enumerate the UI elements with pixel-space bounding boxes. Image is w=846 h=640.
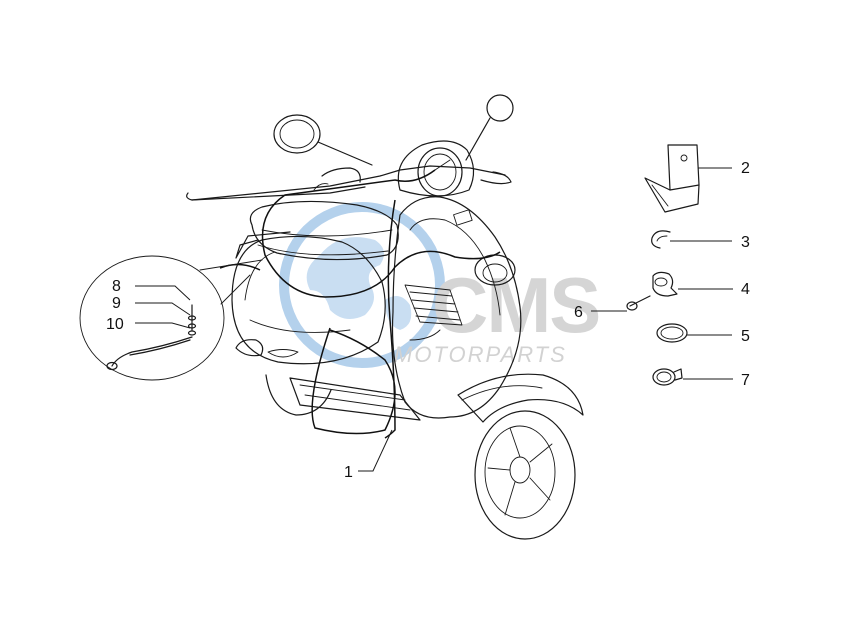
detail-inset: [79, 255, 263, 381]
shield-grill: [404, 284, 463, 326]
part-label-6: 6: [574, 304, 583, 321]
left-mirror: [273, 114, 321, 154]
front-wheel: [474, 410, 576, 540]
ground-cable: [111, 336, 193, 367]
part-hose-clip: [652, 368, 733, 386]
seat: [249, 200, 399, 261]
part-clip: [651, 230, 732, 249]
part-bracket: [644, 144, 732, 213]
watermark-brand: CMS: [432, 261, 599, 349]
part-label-9: 9: [112, 295, 121, 312]
floorboard: [289, 377, 421, 421]
watermark-globe-icon: [279, 202, 445, 368]
watermark: CMS MOTORPARTS: [279, 202, 601, 368]
part-label-2: 2: [741, 160, 750, 177]
part-label-10: 10: [106, 316, 124, 333]
part-labels: 1 2 3 4 5 6 7 8 9 10: [106, 160, 750, 481]
rear-wheel: [265, 374, 332, 416]
inset-circle: [79, 255, 225, 381]
right-mirror: [486, 94, 514, 122]
wiring-harness: [219, 169, 501, 439]
part-ring: [656, 323, 732, 343]
part-label-5: 5: [741, 328, 750, 345]
handlebar: [186, 165, 506, 201]
watermark-continents-icon: [306, 237, 384, 319]
tail-light: [235, 339, 264, 357]
watermark-subtitle: MOTORPARTS: [394, 342, 567, 367]
front-fender: [457, 373, 584, 423]
part-label-4: 4: [741, 281, 750, 298]
part-label-3: 3: [741, 234, 750, 251]
part-label-7: 7: [741, 372, 750, 389]
part-cable-clamp: [652, 271, 733, 297]
part-screw: [591, 295, 651, 312]
rear-rack: [235, 231, 291, 259]
callout-line-1: [358, 429, 393, 472]
scooter-drawing: [186, 94, 584, 540]
part-label-8: 8: [112, 278, 121, 295]
part-label-1: 1: [344, 464, 353, 481]
